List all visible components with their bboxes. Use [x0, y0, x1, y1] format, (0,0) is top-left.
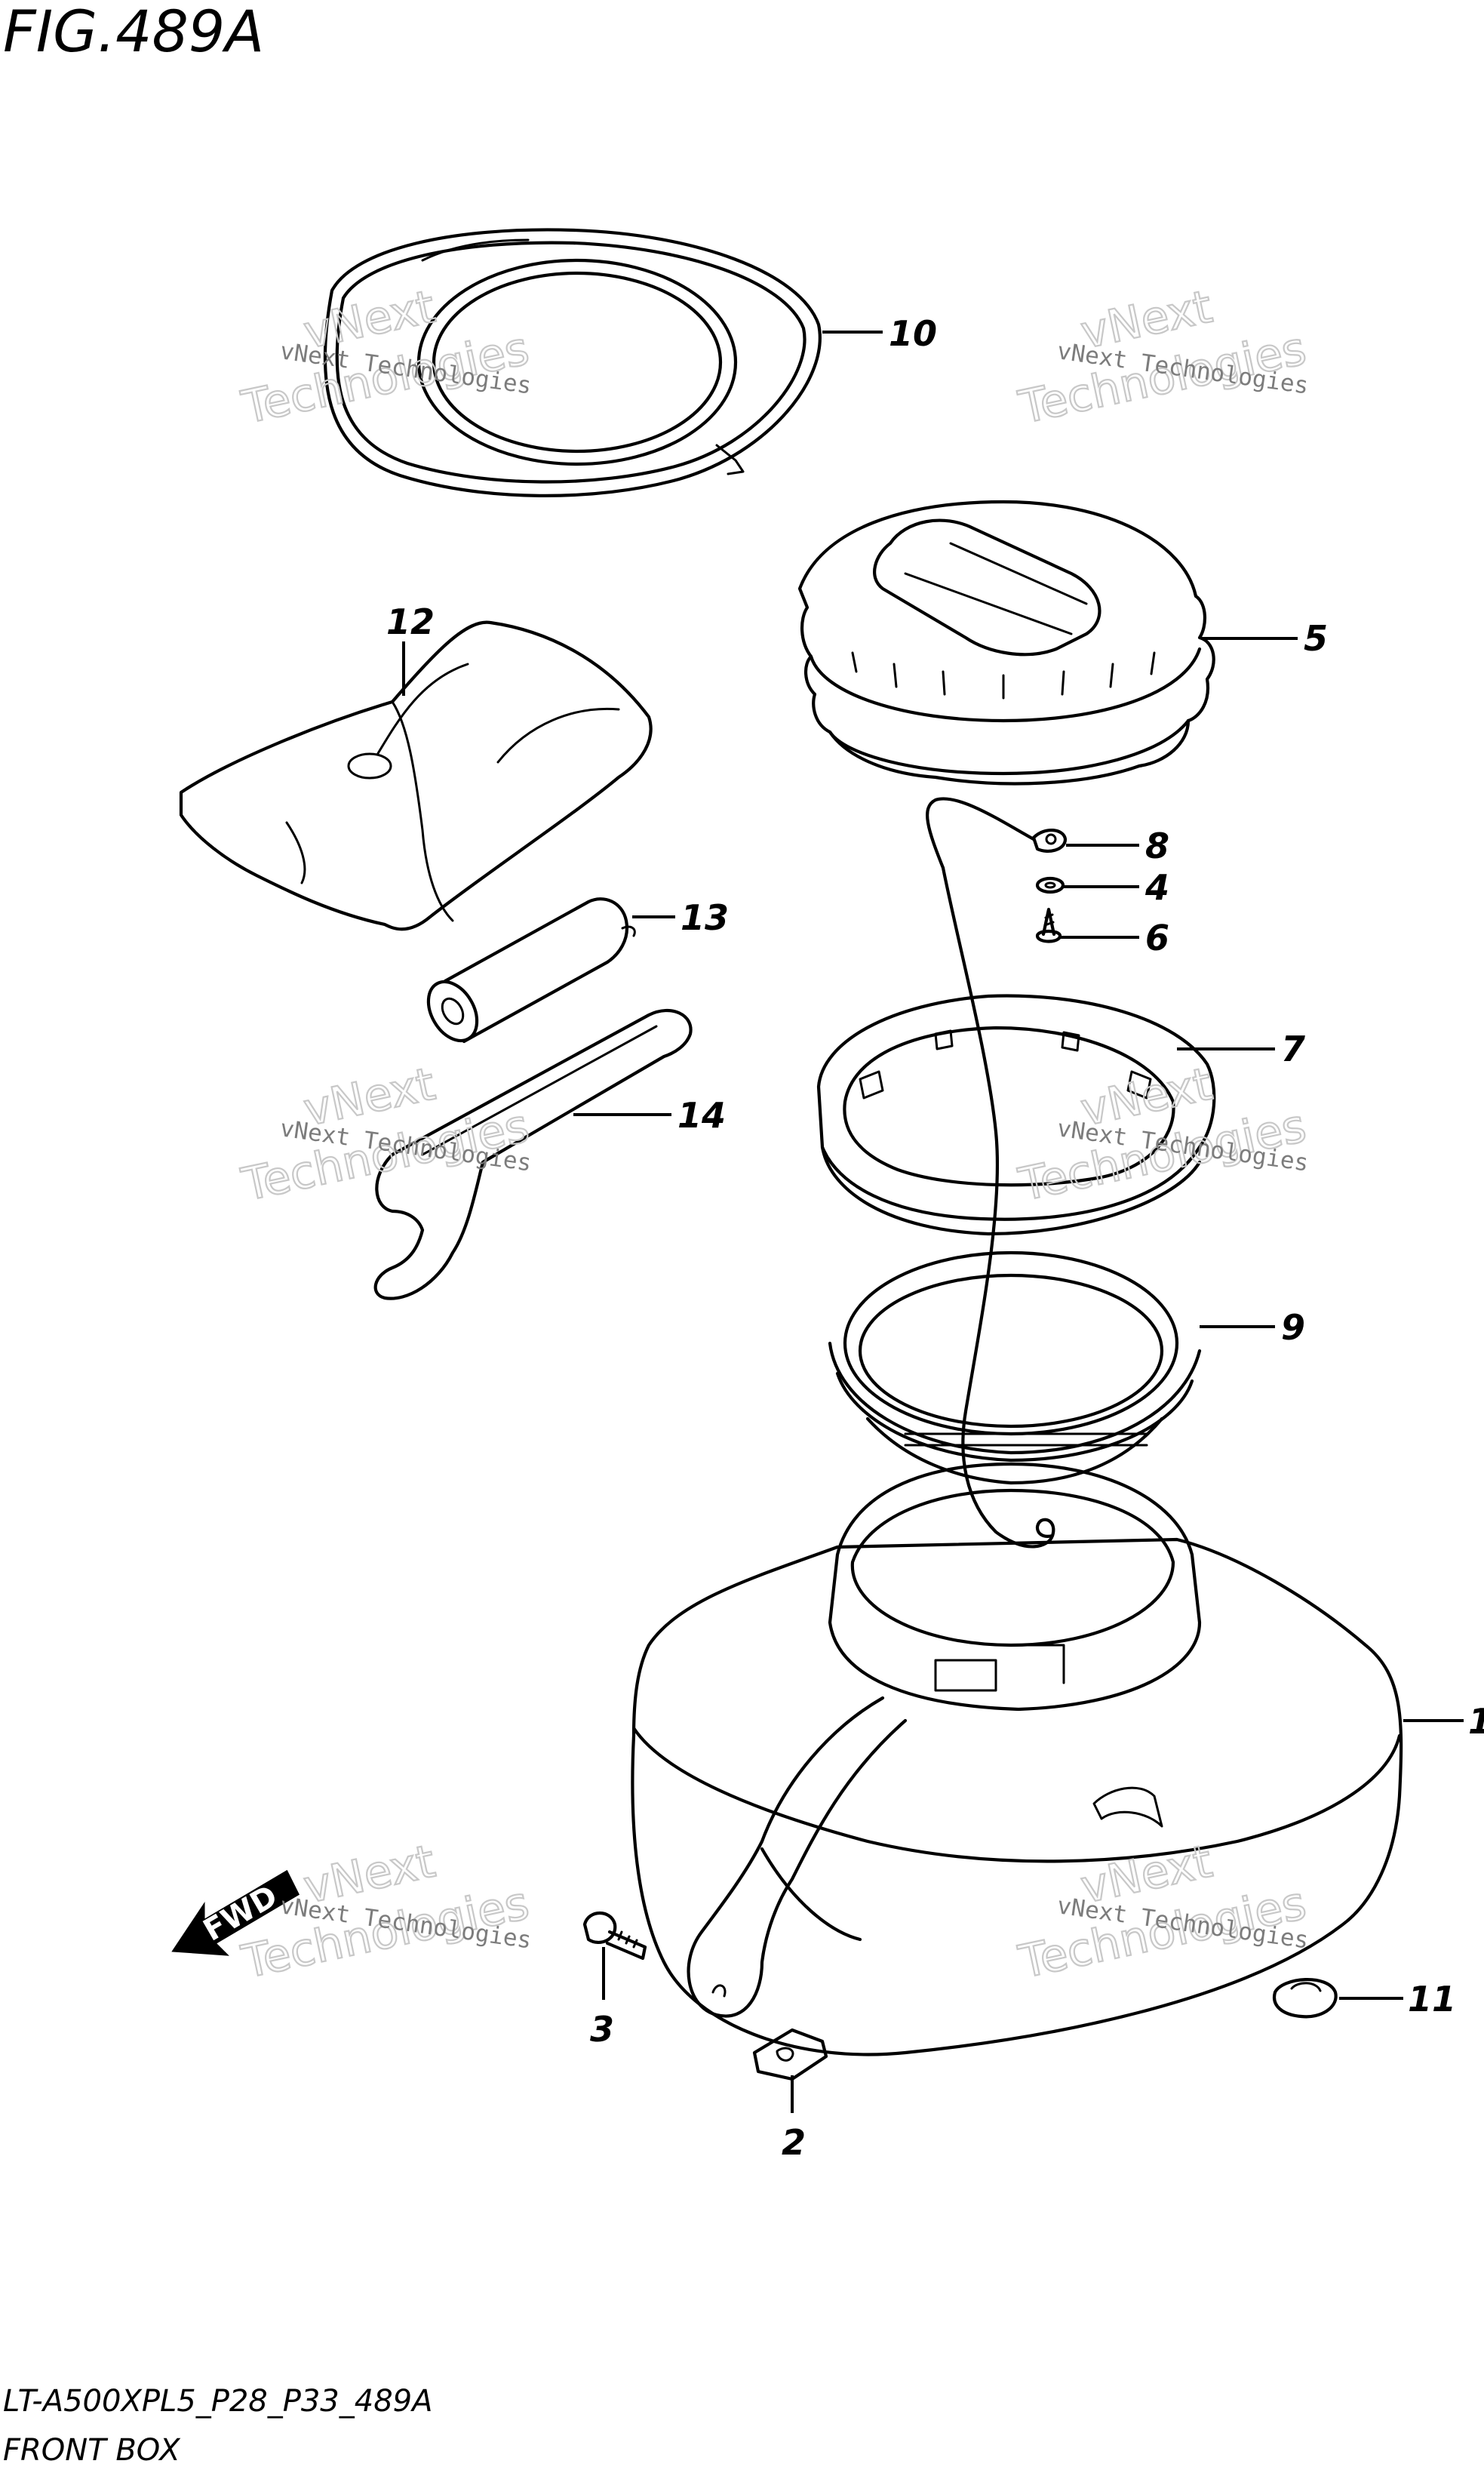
watermark-6: vNext Technologies vNext Technologies	[1013, 1834, 1311, 1989]
watermark-3: vNext Technologies vNext Technologies	[236, 1057, 534, 1212]
watermark-5: vNext Technologies vNext Technologies	[236, 1834, 534, 1989]
callout-5: 5	[1304, 618, 1328, 659]
part-5-cap	[797, 500, 1215, 786]
callout-13: 13	[681, 897, 729, 938]
part-13-tool-roll	[426, 897, 636, 1044]
part-14-spanner	[373, 1008, 693, 1300]
callout-1: 1	[1468, 1701, 1484, 1742]
part-9-threaded-ring	[828, 1250, 1202, 1485]
part-8-terminal	[926, 797, 1068, 870]
part-2-clip	[752, 2028, 828, 2081]
part-4-washer	[1035, 876, 1065, 894]
callout-2: 2	[782, 2122, 806, 2163]
part-11-grommet	[1272, 1977, 1338, 2019]
section-name: FRONT BOX	[3, 2433, 181, 2468]
watermark-2: vNext Technologies vNext Technologies	[1013, 279, 1311, 435]
callout-12: 12	[386, 601, 435, 642]
callout-11: 11	[1408, 1979, 1456, 2019]
cap-cable	[941, 866, 1055, 1549]
callout-4: 4	[1144, 867, 1169, 908]
part-1-front-box	[631, 1462, 1403, 2056]
part-3-bolt	[582, 1912, 647, 1961]
part-7-outer-ring	[816, 994, 1216, 1236]
model-code: LT-A500XPL5_P28_P33_489A	[3, 2384, 432, 2419]
callout-6: 6	[1145, 918, 1169, 958]
callout-9: 9	[1281, 1307, 1305, 1348]
callout-7: 7	[1281, 1029, 1305, 1069]
figure-title: FIG.489A	[3, 0, 264, 65]
watermark-1: vNext Technologies vNext Technologies	[236, 279, 534, 435]
callout-3: 3	[590, 2009, 614, 2050]
callout-8: 8	[1145, 826, 1169, 866]
callout-10: 10	[889, 313, 937, 354]
part-6-screw	[1035, 907, 1062, 943]
leader-lines	[402, 331, 1464, 2113]
watermark-4: vNext Technologies vNext Technologies	[1013, 1057, 1311, 1212]
part-10-gasket	[323, 228, 822, 497]
callout-14: 14	[677, 1095, 726, 1136]
part-12-pouch	[179, 620, 653, 931]
